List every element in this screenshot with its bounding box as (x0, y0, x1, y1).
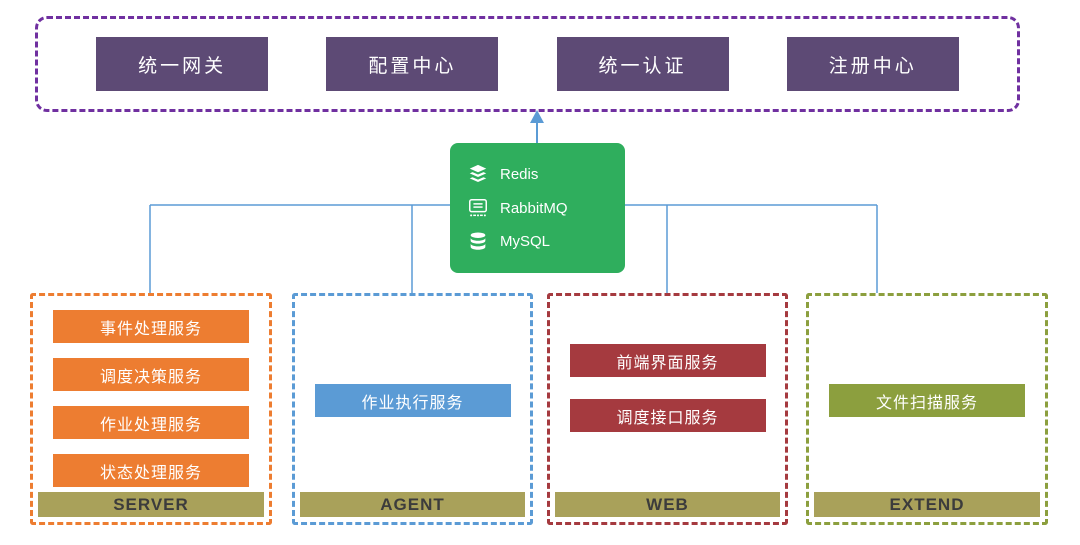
service-box-frontend-ui: 前端界面服务 (569, 344, 766, 377)
service-box-event-processing: 事件处理服务 (53, 310, 249, 343)
web-group: 前端界面服务 调度接口服务 WEB (547, 293, 788, 525)
mysql-label: MySQL (500, 233, 551, 250)
config-center-box: 配置中心 (326, 37, 499, 91)
extend-group-label: EXTEND (814, 492, 1040, 517)
redis-item: Redis (466, 163, 617, 187)
registry-center-box: 注册中心 (786, 37, 959, 91)
redis-icon (466, 163, 490, 187)
unified-gateway-box: 统一网关 (96, 37, 269, 91)
web-group-label: WEB (555, 492, 780, 517)
mysql-database-icon (466, 230, 490, 254)
rabbitmq-label: RabbitMQ (500, 199, 568, 217)
up-arrow-head (530, 110, 544, 123)
service-box-status-processing: 状态处理服务 (53, 454, 249, 487)
rabbitmq-icon (466, 196, 490, 220)
middleware-box: Redis RabbitMQ (450, 143, 625, 273)
server-group-label: SERVER (38, 492, 264, 517)
service-box-schedule-interface: 调度接口服务 (569, 399, 766, 432)
rabbitmq-item: RabbitMQ (466, 196, 617, 220)
agent-group: 作业执行服务 AGENT (292, 293, 533, 525)
service-box-job-processing: 作业处理服务 (53, 406, 249, 439)
service-box-job-execution: 作业执行服务 (314, 384, 511, 417)
redis-label: Redis (500, 166, 539, 183)
platform-group: 统一网关 配置中心 统一认证 注册中心 (35, 16, 1020, 112)
unified-auth-box: 统一认证 (556, 37, 729, 91)
extend-group: 文件扫描服务 EXTEND (806, 293, 1048, 525)
service-box-file-scan: 文件扫描服务 (829, 384, 1025, 417)
agent-group-label: AGENT (300, 492, 525, 517)
mysql-item: MySQL (466, 230, 617, 254)
service-box-schedule-decision: 调度决策服务 (53, 358, 249, 391)
server-group: 事件处理服务 调度决策服务 作业处理服务 状态处理服务 SERVER (30, 293, 272, 525)
